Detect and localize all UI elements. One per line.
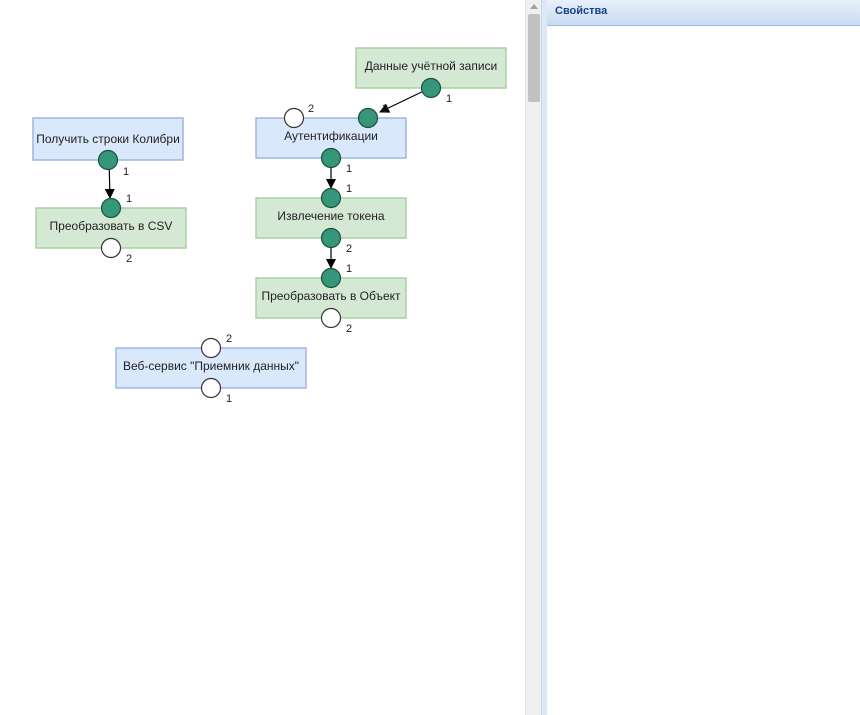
port-web-service-out[interactable]: 1 bbox=[200, 377, 233, 406]
node-get-rows[interactable]: Получить строки Колибри bbox=[32, 117, 184, 161]
port-number: 1 bbox=[346, 263, 352, 275]
port-web-service-in[interactable]: 2 bbox=[200, 333, 233, 359]
port-csv-out[interactable]: 2 bbox=[100, 237, 133, 266]
node-token-extraction[interactable]: Извлечение токена bbox=[255, 197, 407, 239]
edge-account-to-auth[interactable] bbox=[379, 87, 431, 113]
port-object-out[interactable]: 2 bbox=[320, 307, 353, 336]
port-get-rows-out[interactable]: 1 bbox=[97, 149, 130, 179]
port-auth-in-2[interactable]: 2 bbox=[283, 103, 315, 129]
workflow-diagram[interactable]: Получить строки Колибри Преобразовать в … bbox=[0, 0, 525, 715]
properties-panel-title: Свойства bbox=[555, 5, 608, 17]
panel-splitter[interactable] bbox=[541, 0, 548, 715]
port-number: 1 bbox=[226, 393, 232, 405]
node-label: Получить строки Колибри bbox=[36, 132, 180, 146]
properties-panel: Свойства bbox=[547, 0, 860, 715]
workflow-canvas[interactable]: Получить строки Колибри Преобразовать в … bbox=[0, 0, 525, 715]
port-number: 2 bbox=[126, 253, 132, 265]
node-label: Преобразовать в Объект bbox=[261, 289, 401, 303]
port-token-in[interactable]: 1 bbox=[320, 183, 353, 209]
port-number: 1 bbox=[126, 193, 132, 205]
port-csv-in[interactable]: 1 bbox=[100, 193, 133, 219]
port-auth-in-3[interactable]: 3 bbox=[357, 103, 389, 129]
port-number: 3 bbox=[382, 103, 388, 115]
node-label: Извлечение токена bbox=[277, 209, 384, 223]
port-number: 1 bbox=[446, 93, 452, 105]
port-token-out[interactable]: 2 bbox=[320, 227, 353, 256]
port-number: 2 bbox=[346, 243, 352, 255]
port-number: 2 bbox=[346, 323, 352, 335]
port-number: 2 bbox=[308, 103, 314, 115]
properties-panel-header: Свойства bbox=[547, 0, 860, 26]
node-label: Веб-сервис "Приемник данных" bbox=[123, 359, 299, 373]
scrollbar-thumb[interactable] bbox=[528, 14, 540, 102]
node-label: Данные учётной записи bbox=[365, 59, 498, 73]
port-object-in[interactable]: 1 bbox=[320, 263, 353, 289]
canvas-vertical-scrollbar[interactable] bbox=[525, 0, 542, 715]
node-account-data[interactable]: Данные учётной записи bbox=[355, 47, 507, 89]
scroll-up-arrow-icon[interactable] bbox=[530, 4, 538, 9]
node-label: Аутентификации bbox=[284, 129, 378, 143]
port-auth-out[interactable]: 1 bbox=[320, 147, 353, 176]
port-account-out[interactable]: 1 bbox=[420, 77, 453, 106]
port-number: 1 bbox=[346, 183, 352, 195]
port-number: 2 bbox=[226, 333, 232, 345]
port-number: 1 bbox=[123, 166, 129, 178]
node-label: Преобразовать в CSV bbox=[50, 219, 173, 233]
port-number: 1 bbox=[346, 163, 352, 175]
